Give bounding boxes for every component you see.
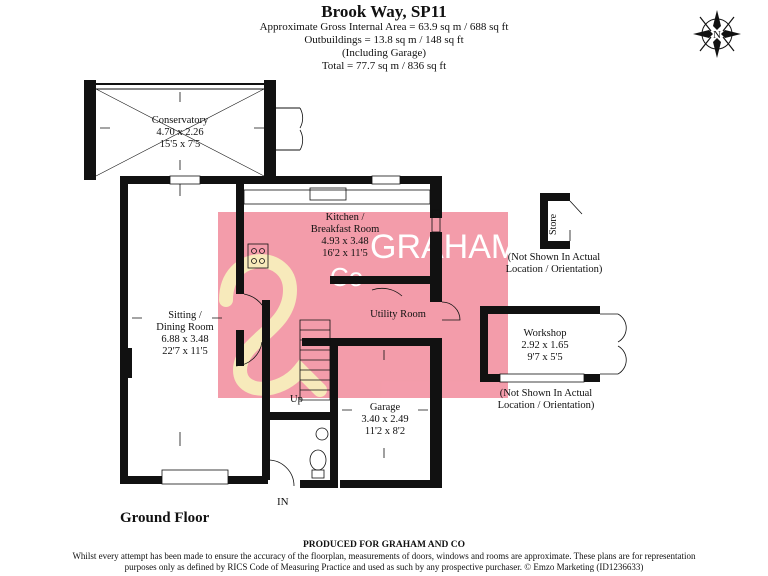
floor-label: Ground Floor xyxy=(120,510,210,526)
kitchen-sink xyxy=(309,187,347,201)
produced-for: PRODUCED FOR GRAHAM AND CO xyxy=(302,540,466,550)
gross-internal-area: Approximate Gross Internal Area = 63.9 s… xyxy=(259,21,509,33)
sitting-imperial: 22'7 x 11'5 xyxy=(162,346,208,357)
including-garage-note: (Including Garage) xyxy=(342,47,426,59)
kitchen-imperial: 16'2 x 11'5 xyxy=(322,248,368,259)
compass-north-label: N xyxy=(713,29,721,41)
disclaimer: Whilst every attempt has been made to en… xyxy=(0,551,768,573)
store-location-note: (Not Shown In Actual Location / Orientat… xyxy=(496,252,612,276)
plan-title: Brook Way, SP11 xyxy=(321,2,447,21)
store-label: Store xyxy=(548,213,559,235)
workshop-note-line-2: Location / Orientation) xyxy=(497,400,595,411)
window-kitchen-top xyxy=(371,175,401,185)
total-area: Total = 77.7 sq m / 836 sq ft xyxy=(321,60,447,72)
room-workshop: Workshop 2.92 x 1.65 9'7 x 5'5 xyxy=(505,328,585,364)
workshop-location-note: (Not Shown In Actual Location / Orientat… xyxy=(488,388,604,412)
room-sitting-dining: Sitting / Dining Room 6.88 x 3.48 22'7 x… xyxy=(140,310,230,358)
utility-name: Utility Room xyxy=(370,309,426,320)
outbuildings-area: Outbuildings = 13.8 sq m / 148 sq ft xyxy=(304,34,464,46)
store-note-line-2: Location / Orientation) xyxy=(505,264,603,275)
garage-metric: 3.40 x 2.49 xyxy=(361,414,409,425)
fixtures xyxy=(100,92,461,487)
sitting-name-2: Dining Room xyxy=(156,322,214,333)
garage-name: Garage xyxy=(369,402,401,413)
kitchen-side-window xyxy=(431,209,441,233)
workshop-note-line-1: (Not Shown In Actual xyxy=(499,388,593,399)
workshop-name: Workshop xyxy=(523,328,567,339)
compass-icon: N xyxy=(693,10,741,58)
conservatory-name: Conservatory xyxy=(151,115,209,126)
conservatory-imperial: 15'5 x 7'5 xyxy=(159,139,201,150)
kitchen-metric: 4.93 x 3.48 xyxy=(321,236,369,247)
room-utility: Utility Room xyxy=(356,309,440,321)
window-sitting-top xyxy=(169,175,201,185)
kitchen-name-1: Kitchen / xyxy=(325,212,365,223)
room-kitchen: Kitchen / Breakfast Room 4.93 x 3.48 16'… xyxy=(290,212,400,260)
basin xyxy=(315,427,329,441)
conservatory-metric: 4.70 x 2.26 xyxy=(156,127,204,138)
kitchen-name-2: Breakfast Room xyxy=(310,224,380,235)
disclaimer-line-1: Whilst every attempt has been made to en… xyxy=(72,551,696,561)
garage-imperial: 11'2 x 8'2 xyxy=(364,426,406,437)
stairs xyxy=(299,319,331,401)
main-walls xyxy=(120,176,442,488)
sitting-name-1: Sitting / xyxy=(168,310,202,321)
room-conservatory: Conservatory 4.70 x 2.26 15'5 x 7'5 xyxy=(130,115,230,151)
wc xyxy=(309,449,327,471)
room-garage: Garage 3.40 x 2.49 11'2 x 8'2 xyxy=(345,402,425,438)
watermark-text-1: GRAHAM xyxy=(370,228,519,266)
stairs-up-label: Up xyxy=(290,394,303,405)
entrance-door xyxy=(267,459,295,487)
store-outbuilding xyxy=(540,193,583,249)
conservatory-walls xyxy=(84,80,304,180)
sitting-metric: 6.88 x 3.48 xyxy=(161,334,209,345)
store-note-line-1: (Not Shown In Actual xyxy=(507,252,601,263)
window-sitting-bottom xyxy=(161,469,229,485)
workshop-imperial: 9'7 x 5'5 xyxy=(527,352,563,363)
entrance-label: IN xyxy=(277,496,289,508)
disclaimer-line-2: purposes only as defined by RICS Code of… xyxy=(124,562,644,572)
hob xyxy=(247,243,269,269)
workshop-metric: 2.92 x 1.65 xyxy=(521,340,569,351)
kitchen-counter xyxy=(243,189,431,205)
workshop-outbuilding xyxy=(480,306,627,383)
